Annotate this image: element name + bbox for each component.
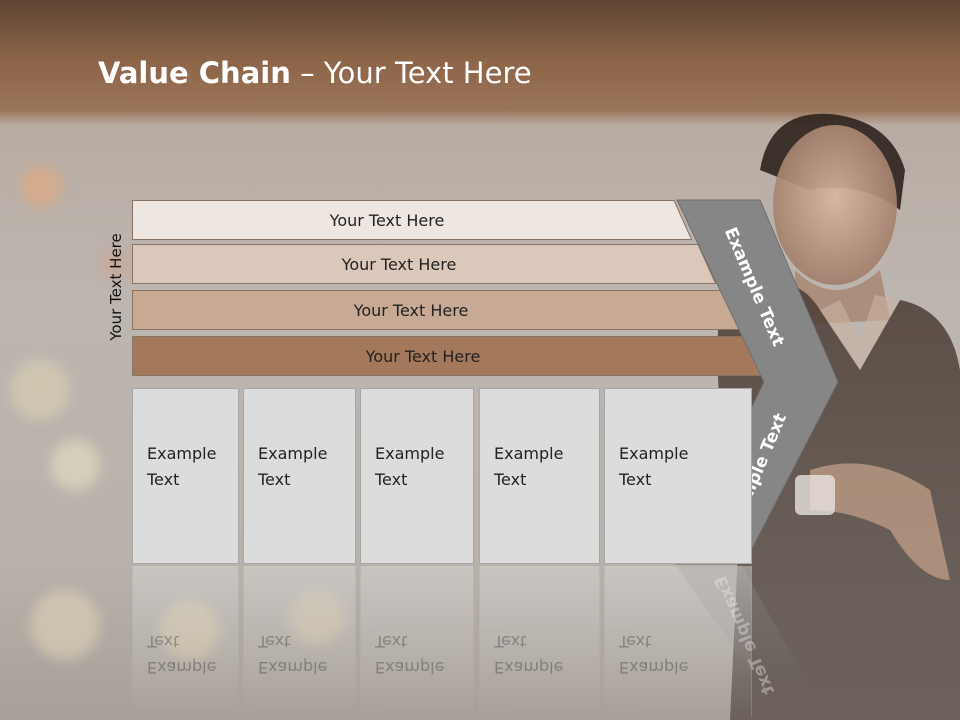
value-chain-bar: Your Text Here [132, 336, 764, 376]
activity-box-reflection-text: Example Text [375, 628, 444, 680]
title-rest: – Your Text Here [290, 56, 532, 90]
bar-label: Your Text Here [329, 210, 445, 230]
activity-box-reflection: Example Text [479, 566, 600, 716]
bokeh-light [30, 590, 100, 660]
activity-box-reflection-text: Example Text [619, 628, 688, 680]
activity-box-line1: Example [375, 444, 445, 463]
bokeh-light [290, 590, 345, 645]
slide-title: Value Chain – Your Text Here [98, 56, 532, 90]
reflection-line1: Example [619, 658, 689, 677]
reflection-line1: Example [258, 658, 328, 677]
activity-box-reflection: Example Text [360, 566, 474, 716]
bokeh-light [100, 250, 130, 280]
chevron-reflection [676, 566, 808, 684]
bokeh-light [10, 360, 70, 420]
reflection-line1: Example [494, 658, 564, 677]
reflection-line2: Text [258, 632, 291, 651]
activity-box-reflection-text: Example Text [147, 628, 216, 680]
reflection-line2: Text [494, 632, 527, 651]
activity-box-line1: Example [147, 444, 217, 463]
activity-box-line2: Text [619, 470, 652, 489]
bar-label: Your Text Here [353, 300, 469, 320]
reflection-line2: Text [619, 632, 652, 651]
activity-box-line1: Example [258, 444, 328, 463]
bokeh-light [20, 165, 62, 207]
bokeh-light [160, 600, 220, 660]
activity-box-reflection: Example Text [243, 566, 356, 716]
activity-box-line2: Text [147, 470, 180, 489]
activity-box-line2: Text [494, 470, 527, 489]
bokeh-light [50, 440, 100, 490]
reflection-line2: Text [375, 632, 408, 651]
activity-box-line1: Example [619, 444, 689, 463]
value-chain-bar: Your Text Here [132, 200, 692, 240]
reflection-line1: Example [147, 658, 217, 677]
activity-box-line1: Example [494, 444, 564, 463]
chevron-shape [675, 199, 839, 565]
bar-label: Your Text Here [341, 254, 457, 274]
activity-box-reflection-text: Example Text [494, 628, 563, 680]
bar-shape [132, 244, 716, 284]
activity-box-reflection: Example Text [132, 566, 239, 716]
title-bold: Value Chain [98, 56, 291, 90]
reflection-line2: Text [147, 632, 180, 651]
activity-box-reflection-text: Example Text [258, 628, 327, 680]
reflection-line1: Example [375, 658, 445, 677]
value-chain-bar: Your Text Here [132, 244, 716, 284]
bar-shape [132, 200, 692, 240]
activity-box-line2: Text [258, 470, 291, 489]
activity-box-line2: Text [375, 470, 408, 489]
bar-label: Your Text Here [365, 346, 481, 366]
man-photo [717, 113, 960, 720]
activity-box-reflection: Example Text [604, 566, 752, 716]
